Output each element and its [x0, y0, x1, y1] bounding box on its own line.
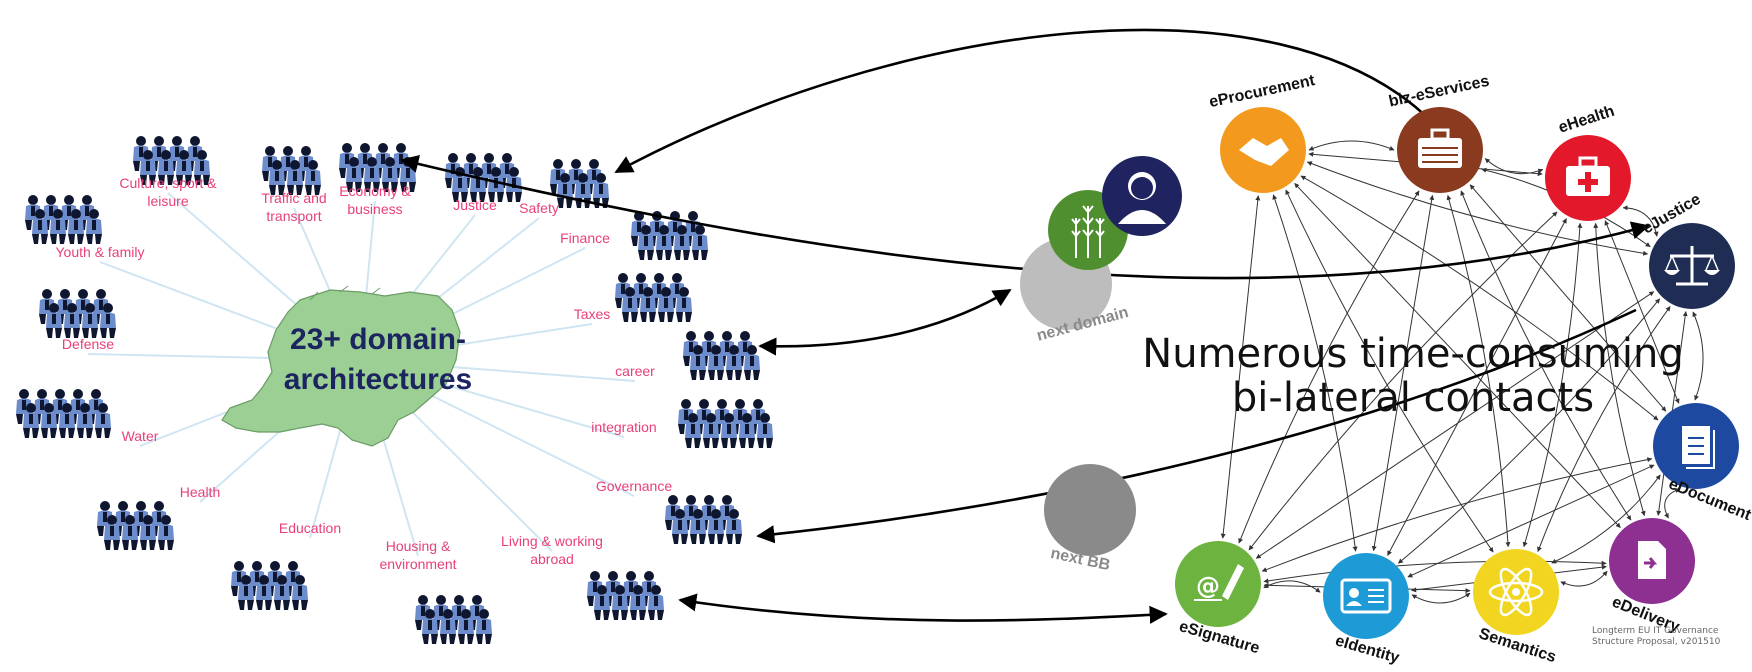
medical-kit-icon	[1566, 156, 1610, 196]
domain-label-education: Education	[250, 519, 370, 537]
people-group-justice	[445, 153, 522, 202]
domain-label-line: integration	[591, 419, 657, 435]
headline-line-2: bi-lateral contacts	[1231, 375, 1595, 421]
domain-label-line: Economy &	[339, 183, 411, 199]
block-edelivery: eDelivery	[1609, 518, 1695, 636]
domain-label-line: Living & working	[501, 533, 603, 549]
connection-edelivery-semantics	[1560, 570, 1608, 587]
briefcase-icon	[1418, 128, 1462, 168]
block-label-bizeservices: biz-eServices	[1387, 73, 1491, 111]
domain-label-safety: Safety	[479, 199, 599, 217]
people-group-youth	[25, 195, 102, 244]
domain-label-culture: Culture, sport & leisure	[108, 174, 228, 210]
esignature-circle	[1175, 541, 1261, 627]
domain-label-line: Taxes	[573, 306, 611, 322]
domain-label-line: career	[615, 363, 655, 379]
domain-label-line: business	[347, 201, 403, 217]
domain-label-line: abroad	[530, 551, 574, 567]
domain-label-health: Health	[140, 483, 260, 501]
id-card-icon	[1340, 578, 1392, 614]
block-ejustice: eJustice	[1640, 191, 1735, 309]
eidentity-circle	[1323, 553, 1409, 639]
domain-label-line: Water	[121, 428, 159, 444]
block-edocument: eDocument	[1653, 403, 1752, 524]
domain-label-line: Safety	[519, 200, 559, 216]
domain-label-integration: integration	[564, 418, 684, 436]
domain-label-line: Finance	[560, 230, 610, 246]
domain-label-economy: Economy & business	[315, 182, 435, 218]
next-bb-group: next BB	[1044, 464, 1136, 574]
next-domain-group: next domain	[1020, 156, 1182, 345]
people-group-health	[97, 501, 174, 550]
next-bb-circle	[1044, 464, 1136, 556]
block-eidentity: eIdentity	[1323, 553, 1409, 667]
headline-line-1: Numerous time-consuming	[1142, 331, 1684, 377]
domain-label-living: Living & working abroad	[492, 532, 612, 568]
domain-label-line: transport	[266, 208, 322, 224]
domain-label-housing: Housing & environment	[358, 537, 478, 573]
domain-label-line: leisure	[147, 193, 189, 209]
domain-label-traffic: Traffic and transport	[234, 189, 354, 225]
atom-icon	[1488, 567, 1544, 617]
domain-label-line: Youth & family	[55, 244, 145, 260]
delivery-file-icon	[1638, 541, 1666, 579]
domain-label-line: Health	[179, 484, 221, 500]
domain-label-line: environment	[379, 556, 457, 572]
footnote-line-2: Structure Proposal, v201510	[1592, 637, 1721, 647]
netherlands-map	[221, 285, 461, 447]
scales-icon	[1664, 246, 1720, 286]
domain-label-line: Traffic and	[261, 190, 327, 206]
handshake-icon	[1239, 138, 1289, 166]
map-title-line-2: architectures	[283, 363, 473, 396]
domain-label-line: Education	[278, 520, 342, 536]
domain-label-taxes: Taxes	[532, 305, 652, 323]
arrow-governance-ejustice	[756, 308, 1637, 544]
map-title: 23+ domain- architectures	[268, 320, 488, 400]
block-ehealth: eHealth	[1545, 103, 1631, 221]
headline: Numerous time-consuming bi-lateral conta…	[1118, 332, 1708, 420]
arrow-living-esignature	[678, 593, 1168, 624]
footnote: Longterm EU IT Governance Structure Prop…	[1592, 626, 1732, 648]
connection-edelivery-esignature	[1263, 560, 1607, 584]
block-label-eprocurement: eProcurement	[1208, 72, 1317, 111]
domain-label-line: Defense	[61, 336, 115, 352]
connection-edocument-edelivery	[1664, 488, 1681, 519]
domain-label-governance: Governance	[574, 477, 694, 495]
connection-semantics-eidentity	[1411, 592, 1471, 604]
people-group-traffic	[262, 146, 321, 195]
footnote-line-1: Longterm EU IT Governance	[1592, 626, 1719, 636]
connection-ejustice-edocument	[1692, 311, 1704, 401]
domain-label-water: Water	[80, 427, 200, 445]
domain-label-line: Governance	[595, 478, 673, 494]
block-eprocurement: eProcurement	[1208, 72, 1317, 193]
people-group-governance	[665, 495, 742, 544]
block-semantics: Semantics	[1473, 549, 1559, 666]
domain-label-finance: Finance	[525, 229, 645, 247]
domain-label-youth: Youth & family	[40, 243, 160, 261]
arrow-safety-bizeservices	[614, 28, 1433, 174]
arrow-taxes-nextdomain	[758, 288, 1012, 356]
domain-label-defense: Defense	[28, 335, 148, 353]
map-title-line-1: 23+ domain-	[290, 323, 466, 356]
connection-edocument-esignature	[1261, 457, 1653, 572]
people-group-housing	[415, 595, 492, 644]
domain-label-career: career	[575, 362, 695, 380]
block-bizeservices: biz-eServices	[1387, 73, 1491, 193]
block-esignature: @eSignature	[1175, 541, 1261, 657]
connection-eprocurement-bizeservices	[1308, 140, 1395, 151]
domain-label-line: Housing &	[385, 538, 451, 554]
document-icon	[1682, 426, 1715, 469]
svg-text:@: @	[1196, 572, 1220, 600]
block-label-ehealth: eHealth	[1556, 103, 1616, 137]
pen-signature-icon: @	[1194, 564, 1244, 601]
people-group-integration	[678, 399, 773, 448]
people-group-education	[231, 561, 308, 610]
domain-label-line: Culture, sport &	[119, 175, 217, 191]
domain-label-justice: Justice	[415, 196, 535, 214]
people-group-defense	[39, 289, 116, 338]
connection-eidentity-esignature	[1263, 580, 1321, 593]
people-group-living	[587, 571, 664, 620]
domain-label-line: Justice	[453, 197, 497, 213]
